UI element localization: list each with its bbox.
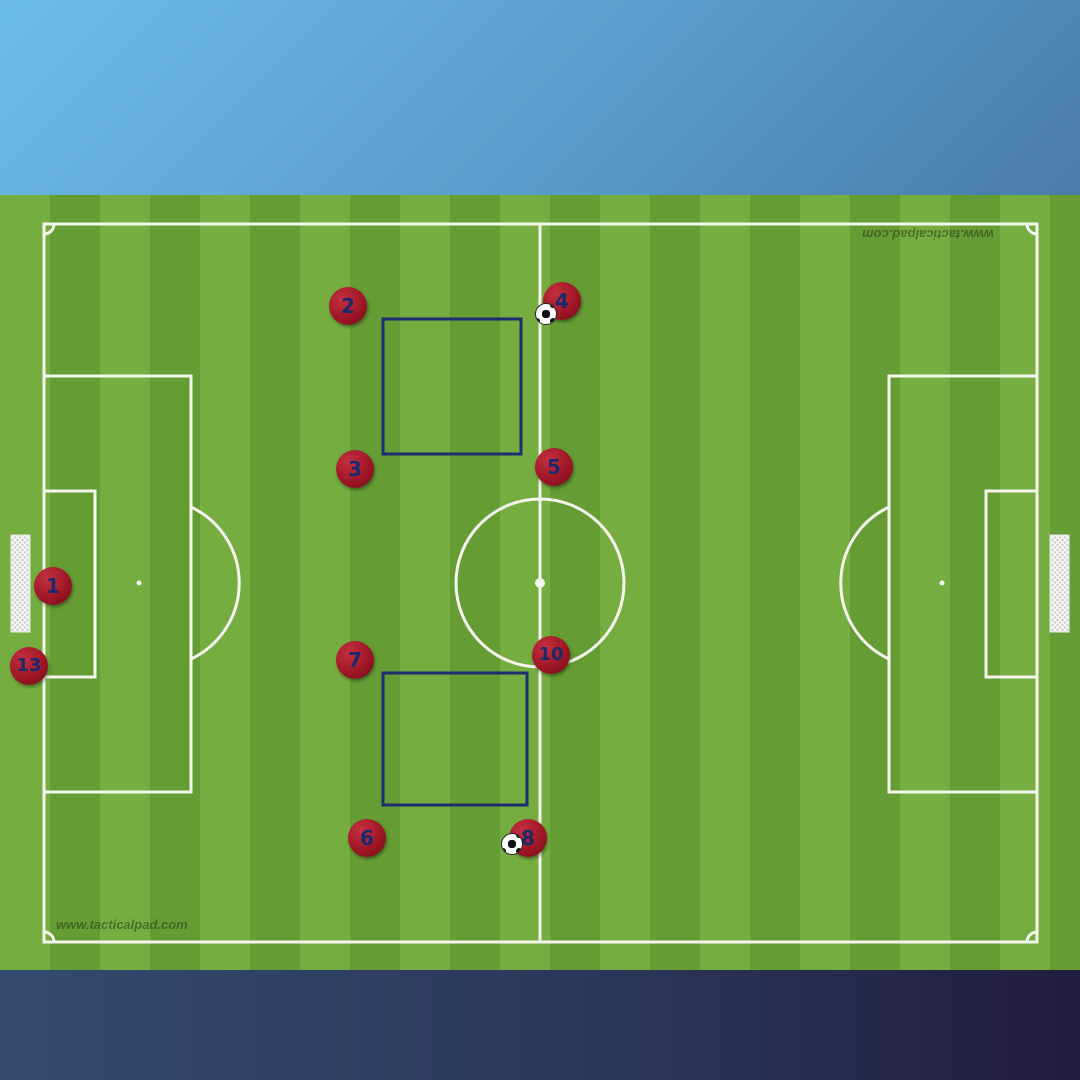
drill-box-bottom [381, 671, 529, 807]
watermark-bottom: www.tacticalpad.com [56, 917, 188, 932]
football-ball-icon[interactable] [535, 303, 557, 325]
drill-box-top [381, 317, 523, 456]
player-1[interactable]: 1 [34, 567, 72, 605]
corner-arc-bl [43, 930, 56, 943]
right-goal-area [984, 489, 1039, 679]
left-penalty-spot [136, 580, 142, 586]
right-penalty-arc [839, 505, 890, 661]
corner-arc-tl [43, 223, 56, 236]
player-6[interactable]: 6 [348, 819, 386, 857]
player-7[interactable]: 7 [336, 641, 374, 679]
football-ball-icon[interactable] [501, 833, 523, 855]
bottom-gradient-background [0, 970, 1080, 1080]
player-10[interactable]: 10 [532, 636, 570, 674]
top-gradient-background [0, 0, 1080, 195]
center-spot [535, 578, 545, 588]
player-13[interactable]: 13 [10, 647, 48, 685]
left-goal-net [10, 534, 31, 633]
corner-arc-tr [1025, 223, 1038, 236]
player-3[interactable]: 3 [336, 450, 374, 488]
left-penalty-arc [190, 505, 241, 661]
right-goal-net [1049, 534, 1070, 633]
corner-arc-br [1025, 930, 1038, 943]
right-penalty-spot [939, 580, 945, 586]
player-5[interactable]: 5 [535, 448, 573, 486]
player-2[interactable]: 2 [329, 287, 367, 325]
right-penalty-area [887, 374, 1039, 794]
player-4[interactable]: 4 [543, 282, 581, 320]
watermark-top: www.tacticalpad.com [862, 227, 994, 242]
